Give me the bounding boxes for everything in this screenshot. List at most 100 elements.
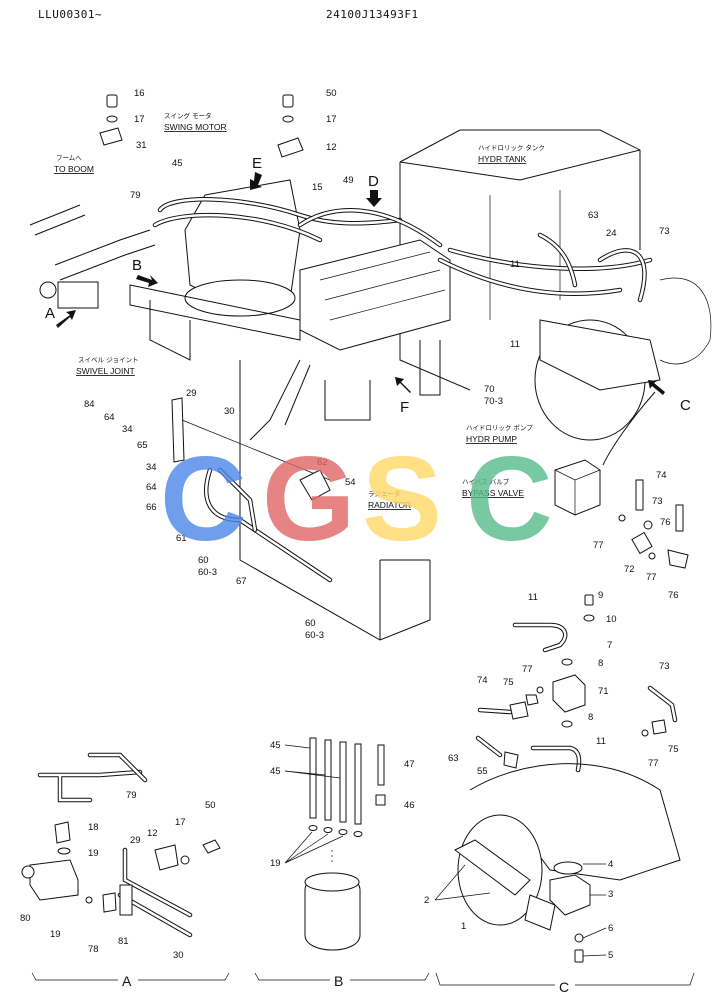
control-valve-body [299, 239, 451, 351]
fitting-73 [675, 504, 684, 532]
swing-motor-base [184, 279, 296, 317]
hose-63 [537, 232, 578, 288]
callout: 63 [588, 210, 599, 221]
callout: 45 [270, 740, 281, 751]
leader-c-arc [602, 391, 656, 466]
callout: 9 [598, 590, 603, 601]
bracket-leader [181, 419, 331, 481]
callout: 77 [648, 758, 659, 769]
section-label-b: B [334, 973, 343, 989]
watermark: C G S C [160, 432, 553, 566]
engine-flywheel [659, 277, 712, 365]
section-label-c: C [559, 979, 569, 995]
callout: 80 [20, 913, 31, 924]
view-label-b: B [132, 257, 142, 274]
callout: 50 [205, 800, 216, 811]
frame-rails [129, 284, 301, 361]
callout: 76 [668, 590, 679, 601]
callout: 6 [608, 923, 613, 934]
callout: 65 [137, 440, 148, 451]
caption-bypass-valve-jp: ハイパス バルブ [462, 477, 510, 486]
callout: 60-3 [198, 567, 217, 578]
view-arrow-a [56, 310, 76, 328]
callout: 50 [326, 88, 337, 99]
caption-hydr-tank-jp: ハイドロリック タンク [478, 143, 545, 152]
oring-4 [553, 861, 583, 875]
callout: 49 [343, 175, 354, 186]
callout: 67 [236, 576, 247, 587]
callout: 72 [624, 564, 635, 575]
caption-swing-motor-jp: スイング モータ [164, 111, 212, 120]
detail-b: 45 45 47 46 19 [270, 737, 415, 951]
callout: 77 [593, 540, 604, 551]
caption-radiator: RADIATOR [368, 500, 411, 510]
bypass-valve-body [554, 459, 601, 516]
view-label-f: F [400, 399, 409, 416]
hydr-pump-body [539, 319, 661, 391]
control-valve-sections [319, 251, 446, 321]
callout: 73 [659, 661, 670, 672]
callout: 70-3 [484, 396, 503, 407]
callout: 11 [528, 592, 538, 603]
callout: 54 [345, 477, 356, 488]
callout: 71 [598, 686, 609, 697]
bracket-65 [171, 397, 185, 463]
callout: 79 [130, 190, 141, 201]
callout: 84 [84, 399, 95, 410]
callout: 47 [404, 759, 415, 770]
callout: 73 [659, 226, 670, 237]
callout: 8 [598, 658, 603, 669]
elbow-1 [524, 894, 556, 931]
swivel-block [57, 281, 99, 309]
callout: 79 [126, 790, 137, 801]
callout: 17 [175, 817, 186, 828]
callout: 62 [317, 457, 328, 468]
watermark-letter: G [262, 432, 355, 566]
callout: 77 [646, 572, 657, 583]
view-label-e: E [252, 155, 262, 172]
callout: 74 [656, 470, 667, 481]
clamp-12 [154, 844, 179, 871]
block-71 [552, 674, 586, 713]
view-label-c: C [680, 397, 691, 414]
callout: 18 [88, 822, 99, 833]
callout: 75 [668, 744, 679, 755]
caption-swing-motor: SWING MOTOR [164, 122, 227, 132]
tank-stand [419, 340, 441, 396]
callout: 64 [146, 482, 157, 493]
callout: 29 [186, 388, 197, 399]
to-boom-lines [29, 204, 86, 236]
view-arrow-c [648, 380, 665, 395]
callout: 63 [448, 753, 459, 764]
callout: 19 [270, 858, 281, 869]
callout: 12 [147, 828, 158, 839]
callout: 60 [198, 555, 209, 566]
callout: 3 [608, 889, 613, 900]
callout: 75 [503, 677, 514, 688]
caption-swivel-joint-jp: スイベル ジョイント [78, 356, 139, 364]
view-arrow-b [136, 275, 158, 287]
main-assembly [29, 129, 712, 641]
callout: 60-3 [305, 630, 324, 641]
callout: 61 [176, 533, 187, 544]
fitting-74 [635, 479, 644, 511]
callout: 11 [596, 736, 606, 747]
callout: 31 [136, 140, 147, 151]
top-hardware [99, 94, 304, 158]
callout: 1 [461, 921, 466, 932]
watermark-letter: C [466, 432, 553, 566]
hydr-tank-outline [399, 129, 641, 391]
callout: 77 [522, 664, 533, 675]
callout: 34 [146, 462, 157, 473]
view-arrow-e [250, 172, 262, 190]
callout: 11 [510, 339, 520, 350]
callout: 55 [477, 766, 488, 777]
valve-stand [324, 380, 371, 421]
callout: 78 [88, 944, 99, 955]
section-label-a: A [122, 973, 132, 989]
callout: 11 [510, 259, 520, 270]
block-80 [29, 859, 79, 901]
pump-c-housing [469, 763, 681, 881]
detail-c: 11 9 10 7 8 77 75 74 71 8 73 63 55 11 75… [424, 590, 681, 963]
